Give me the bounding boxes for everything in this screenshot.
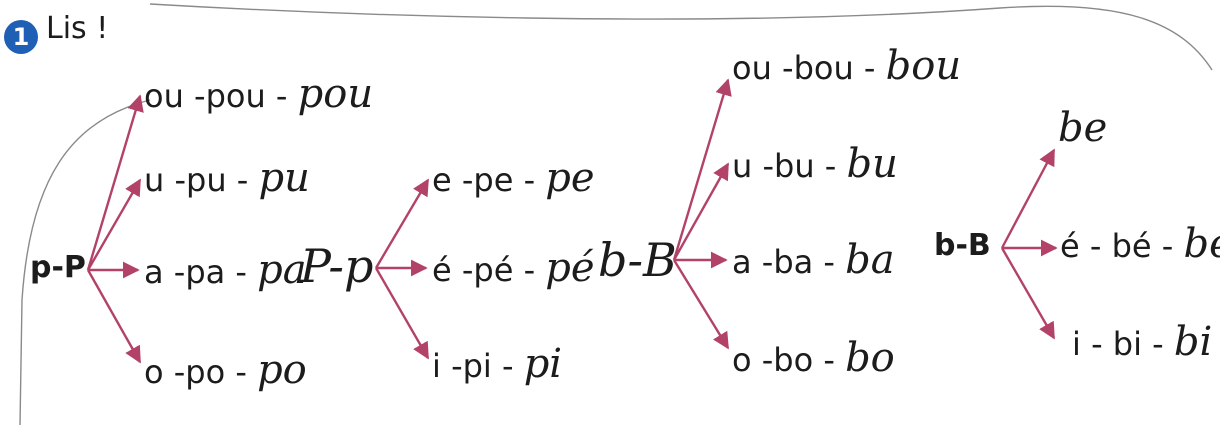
syllable-line: e -pe - pe	[432, 155, 595, 201]
arrow	[86, 94, 144, 271]
cursive-syllable: pa	[257, 247, 307, 293]
syllable-line: é - bé - bé	[1060, 224, 1220, 266]
vowel: e	[432, 161, 452, 199]
arrow	[672, 78, 732, 261]
root-P-p-cursive: P-p	[300, 239, 374, 293]
arrow	[1000, 247, 1056, 340]
syllable: bou	[793, 49, 854, 87]
vowel: o	[732, 341, 752, 379]
cursive-syllable: bé	[1183, 221, 1220, 267]
vowel: a	[732, 243, 752, 281]
syllable: po	[185, 353, 226, 391]
arrow	[374, 178, 430, 269]
root-p-P: p-P	[30, 250, 86, 285]
cursive-syllable: be	[1058, 105, 1108, 151]
syllable-line: ou -pou - pou	[144, 71, 374, 117]
exercise-instruction: Lis !	[46, 11, 109, 46]
cursive-syllable: bi	[1173, 319, 1213, 365]
syllable: pa	[185, 253, 226, 291]
syllable: pé	[473, 251, 514, 289]
vowel: o	[144, 353, 164, 391]
syllable: pu	[186, 161, 227, 199]
syllable-line: o -po - po	[144, 347, 307, 393]
syllable-line: a -pa - pa	[144, 247, 307, 293]
exercise-number-badge: 1	[4, 20, 38, 54]
syllable: bi	[1112, 325, 1142, 363]
syllable-line: u -pu - pu	[144, 155, 310, 201]
cursive-syllable: pou	[297, 71, 374, 117]
syllable-line: i -pi - pi	[432, 341, 563, 387]
syllable-line: a -ba - ba	[732, 237, 895, 283]
syllable: pi	[462, 347, 492, 385]
syllable-line: o -bo - bo	[732, 335, 895, 381]
vowel: é	[432, 251, 452, 289]
cursive-syllable: ba	[845, 237, 895, 283]
vowel: u	[732, 147, 753, 185]
syllable: bo	[773, 341, 814, 379]
cursive-syllable: po	[257, 347, 307, 393]
syllable: pe	[473, 161, 514, 199]
syllable-line: u -bu - bu	[732, 141, 898, 187]
vowel: i	[432, 347, 441, 385]
arrow	[672, 259, 730, 350]
vowel: é	[1060, 227, 1080, 265]
vowel: u	[144, 161, 165, 199]
arrow	[86, 178, 142, 271]
cursive-syllable: pi	[523, 341, 563, 387]
syllable: pou	[205, 77, 266, 115]
vowel: ou	[732, 49, 772, 87]
cursive-syllable: bo	[845, 335, 895, 381]
cursive-syllable: pe	[545, 155, 595, 201]
vowel: i	[1072, 325, 1081, 363]
root-b-B-cursive: b-B	[598, 233, 677, 287]
syllable: bu	[774, 147, 815, 185]
syllable: ba	[773, 243, 814, 281]
arrow	[672, 162, 730, 261]
syllable-line: i - bi - bi	[1072, 319, 1213, 365]
cursive-syllable: pé	[545, 245, 595, 291]
vowel: ou	[144, 77, 184, 115]
syllable: bé	[1111, 227, 1152, 265]
arrow	[86, 269, 142, 364]
cursive-syllable: pu	[258, 155, 310, 201]
syllable-line: ou -bou - bou	[732, 43, 962, 89]
arrow	[374, 267, 430, 360]
vowel: a	[144, 253, 164, 291]
syllable-line: é -pé - pé	[432, 245, 595, 291]
cursive-syllable: bou	[885, 43, 962, 89]
syllable-line: be	[1058, 108, 1107, 150]
cursive-syllable: bu	[846, 141, 898, 187]
root-b-B: b-B	[934, 228, 991, 263]
arrow	[1000, 148, 1056, 249]
